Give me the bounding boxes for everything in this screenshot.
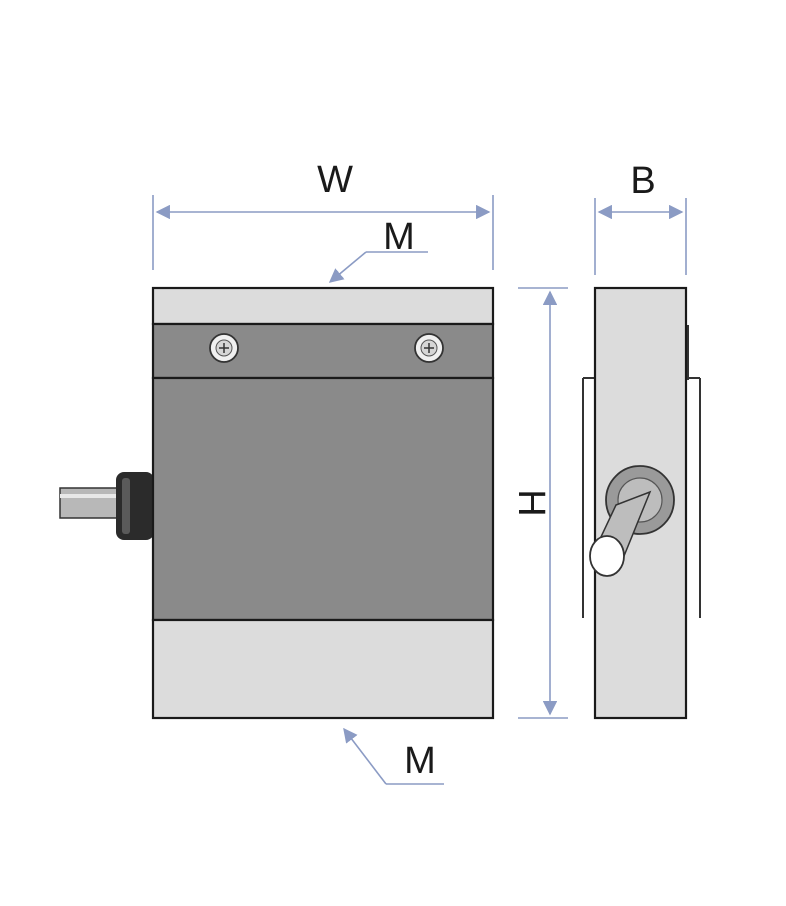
screw-right-icon [414, 333, 444, 363]
cable-connector [116, 472, 154, 540]
front-view [59, 286, 495, 720]
side-view [582, 286, 701, 720]
thickness-label: B [630, 160, 655, 202]
bottom-mount-plate [151, 618, 495, 720]
mount-top-label: M [383, 216, 415, 258]
top-mount-callout: M [328, 216, 428, 283]
bottom-mount-callout: M [343, 727, 444, 785]
cable [59, 487, 127, 519]
width-label: W [317, 159, 353, 201]
width-dimension: W [152, 159, 494, 270]
height-label: H [510, 489, 552, 516]
sensor-body [151, 376, 495, 622]
screw-left-icon [209, 333, 239, 363]
thickness-dimension: B [594, 160, 687, 275]
top-mount-plate [151, 286, 495, 326]
height-dimension: H [510, 287, 568, 719]
mount-bottom-label: M [404, 740, 436, 782]
side-connector [589, 465, 675, 577]
